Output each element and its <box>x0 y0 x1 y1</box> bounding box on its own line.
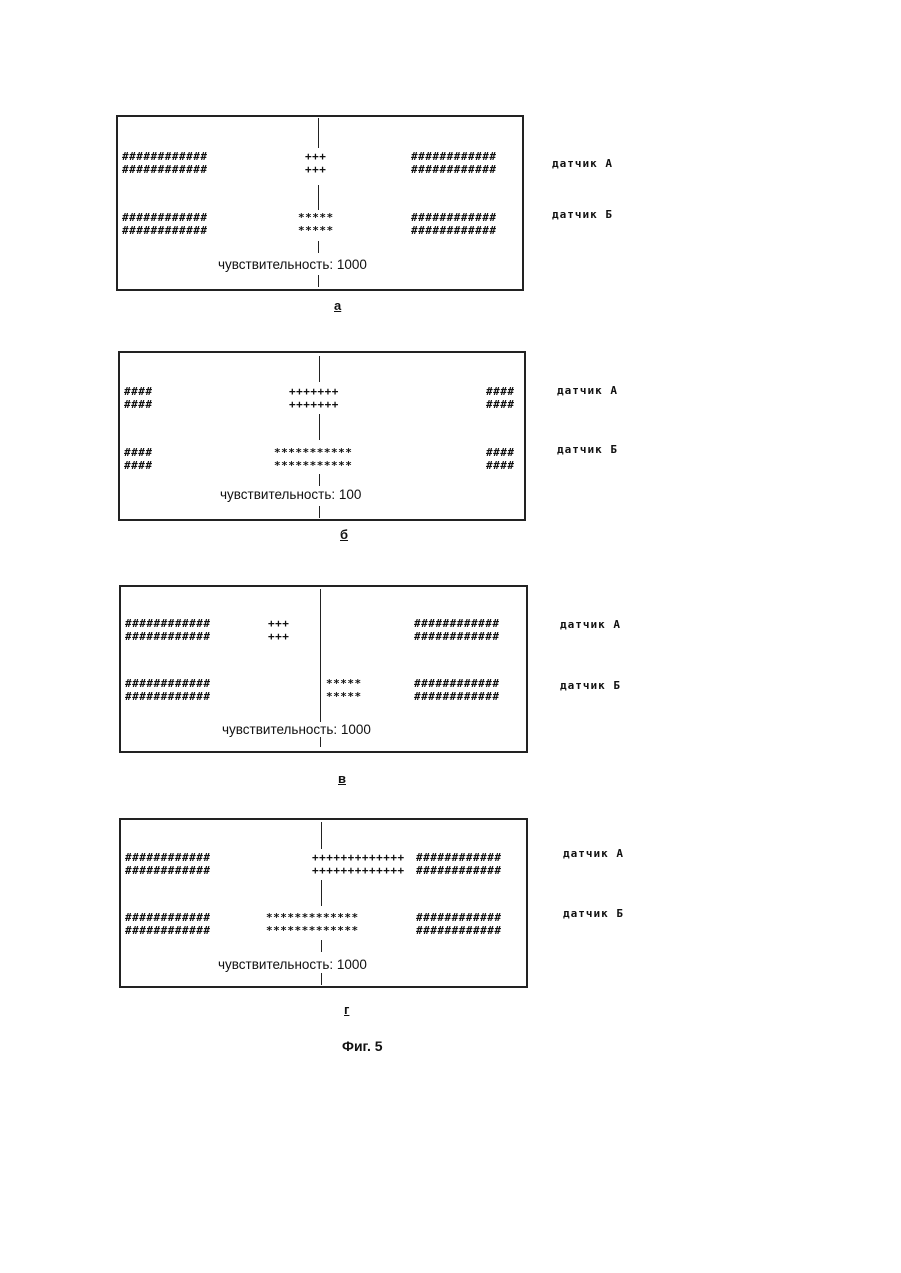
sensor-a-right-bars: ############ ############ <box>414 617 499 643</box>
sensor-b-center-marks: ************* ************* <box>266 911 359 937</box>
center-line <box>319 474 320 486</box>
center-line <box>319 506 320 518</box>
sensor-b-left-bars: ############ ############ <box>125 677 210 703</box>
sensor-a-left-bars: ############ ############ <box>125 617 210 643</box>
center-line <box>318 241 319 253</box>
sensor-b-left-bars: #### #### <box>124 446 153 472</box>
center-line <box>318 185 319 210</box>
panel-caption: в <box>338 771 346 786</box>
center-line <box>318 118 319 148</box>
sensor-b-right-bars: ############ ############ <box>411 211 496 237</box>
sensor-b-label: датчик Б <box>557 443 618 456</box>
center-line <box>321 880 322 906</box>
sensor-b-center-marks: *********** *********** <box>274 446 352 472</box>
center-line <box>318 275 319 287</box>
sensor-a-label: датчик А <box>563 847 624 860</box>
center-line <box>319 414 320 440</box>
sensor-a-center-marks: +++ +++ <box>305 150 326 176</box>
sensor-a-center-marks: +++++++++++++ +++++++++++++ <box>312 851 405 877</box>
sensor-b-left-bars: ############ ############ <box>125 911 210 937</box>
center-line <box>321 940 322 952</box>
sensitivity-label: чувствительность: 1000 <box>220 722 373 737</box>
sensitivity-label: чувствительность: 100 <box>220 487 361 502</box>
sensor-a-right-bars: ############ ############ <box>411 150 496 176</box>
sensor-a-label: датчик А <box>560 618 621 631</box>
sensor-b-label: датчик Б <box>560 679 621 692</box>
panel-caption: а <box>334 298 341 313</box>
sensor-a-center-marks: +++ +++ <box>268 617 289 643</box>
sensor-a-center-marks: +++++++ +++++++ <box>289 385 339 411</box>
sensor-b-right-bars: #### #### <box>486 446 515 472</box>
sensor-b-center-marks: ***** ***** <box>326 677 362 703</box>
panel-caption: г <box>344 1002 349 1017</box>
sensor-b-right-bars: ############ ############ <box>416 911 501 937</box>
sensor-a-left-bars: ############ ############ <box>122 150 207 176</box>
sensor-a-label: датчик А <box>557 384 618 397</box>
sensor-a-right-bars: #### #### <box>486 385 515 411</box>
sensor-a-left-bars: #### #### <box>124 385 153 411</box>
sensor-b-left-bars: ############ ############ <box>122 211 207 237</box>
center-line <box>319 356 320 382</box>
sensitivity-label: чувствительность: 1000 <box>218 957 367 972</box>
sensor-a-left-bars: ############ ############ <box>125 851 210 877</box>
figure-label: Фиг. 5 <box>342 1038 383 1054</box>
sensor-a-right-bars: ############ ############ <box>416 851 501 877</box>
panel-caption: б <box>340 527 348 542</box>
sensor-b-label: датчик Б <box>552 208 613 221</box>
sensor-b-label: датчик Б <box>563 907 624 920</box>
sensor-b-center-marks: ***** ***** <box>298 211 334 237</box>
sensitivity-label: чувствительность: 1000 <box>218 257 367 272</box>
sensor-a-label: датчик А <box>552 157 613 170</box>
center-line <box>321 822 322 849</box>
sensor-b-right-bars: ############ ############ <box>414 677 499 703</box>
center-line <box>321 973 322 985</box>
